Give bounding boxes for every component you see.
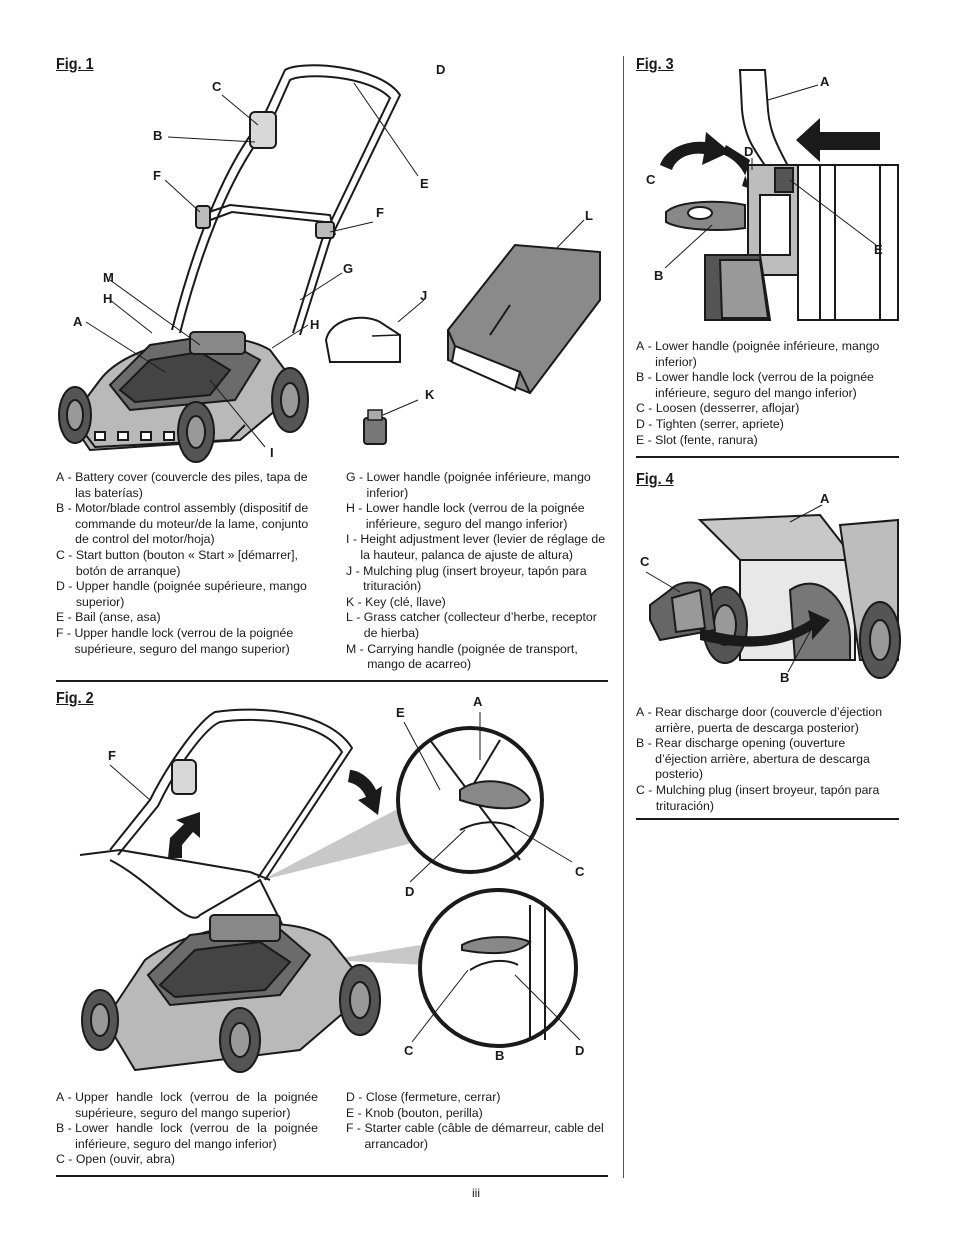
- legend-item: C - Start button (bouton « Start » [déma…: [56, 547, 298, 578]
- legend-item: D - Close (fermeture, cerrar): [346, 1090, 501, 1104]
- legend-item: A - Battery cover (couvercle des piles, …: [56, 470, 308, 500]
- fig1-callout-h-left: H: [103, 291, 113, 306]
- legend-item: A - Lower handle (poignée inférieure, ma…: [636, 339, 880, 369]
- fig3-callout-a: A: [820, 74, 830, 89]
- legend-item: J - Mulching plug (insert broyeur, tapón…: [346, 563, 587, 594]
- fig2-callout-d-bottom: D: [575, 1043, 585, 1058]
- fig4-legend: A - Rear discharge door (couvercle d’éje…: [636, 705, 898, 814]
- legend-item: C - Loosen (desserrer, aflojar): [636, 401, 800, 416]
- legend-item: A - Rear discharge door (couvercle d’éje…: [636, 705, 883, 735]
- legend-item: C - Mulching plug (insert broyeur, tapón…: [636, 782, 880, 813]
- fig1-callout-a: A: [73, 314, 83, 329]
- fig1-callout-d: D: [436, 62, 446, 77]
- legend-item: H - Lower handle lock (verrou de la poig…: [346, 501, 585, 531]
- fig2-divider: [56, 1175, 608, 1177]
- legend-item: F - Starter cable (câble de démarreur, c…: [346, 1121, 604, 1151]
- fig2-callout-d-top: D: [405, 884, 415, 899]
- legend-item: D - Upper handle (poignée supérieure, ma…: [56, 579, 307, 609]
- fig1-lawn-mower-illustration: [58, 64, 601, 463]
- fig1-callout-j: J: [420, 288, 428, 303]
- fig3-legend: A - Lower handle (poignée inférieure, ma…: [636, 339, 898, 448]
- fig2-callout-c-top: C: [575, 864, 585, 879]
- legend-item: C - Open (ouvir, abra): [56, 1152, 175, 1167]
- fig1-callout-i: I: [270, 445, 274, 460]
- fig2-callout-e: E: [396, 705, 405, 720]
- legend-item: B - Lower handle lock (verrou de la poig…: [636, 370, 874, 400]
- legend-item: E - Knob (bouton, perilla): [346, 1105, 483, 1120]
- fig4-callout-c: C: [640, 554, 650, 569]
- fig1-title: Fig. 1: [56, 56, 94, 73]
- fig2-legend-left: A - Upper handle lock (verrou de la poig…: [56, 1090, 318, 1168]
- fig1-divider: [56, 680, 608, 682]
- fig1-callout-f-right: F: [376, 205, 384, 220]
- fig2-callout-c-bottom: C: [404, 1043, 414, 1058]
- fig2-callout-f: F: [108, 748, 116, 763]
- fig2-title: Fig. 2: [56, 690, 94, 707]
- fig2-legend-right: D - Close (fermeture, cerrar) E - Knob (…: [346, 1090, 608, 1152]
- fig3-divider: [636, 456, 899, 458]
- fig3-lower-handle-lock-illustration: [660, 69, 899, 321]
- fig1-legend-right: G - Lower handle (poignée inférieure, ma…: [346, 470, 608, 673]
- fig1-callout-f-left: F: [153, 168, 161, 183]
- fig1-callout-b: B: [153, 128, 163, 143]
- fig1-callout-c: C: [212, 79, 222, 94]
- page-number: iii: [472, 1186, 480, 1200]
- legend-item: B - Lower handle lock (verrou de la poig…: [56, 1121, 318, 1151]
- fig3-callout-e: E: [874, 242, 883, 257]
- column-divider: [623, 56, 624, 1178]
- legend-item: M - Carrying handle (poignée de transpor…: [346, 641, 578, 672]
- fig1-callout-e: E: [420, 176, 429, 191]
- fig1-legend-left: A - Battery cover (couvercle des piles, …: [56, 470, 318, 657]
- fig2-callout-b: B: [495, 1048, 505, 1063]
- legend-item: F - Upper handle lock (verrou de la poig…: [56, 625, 294, 656]
- fig1-callout-g: G: [343, 261, 354, 276]
- legend-item: K - Key (clé, llave): [346, 594, 446, 609]
- legend-item: A - Upper handle lock (verrou de la poig…: [56, 1090, 318, 1120]
- fig1-callout-m: M: [103, 270, 114, 285]
- fig1-callout-k: K: [425, 387, 435, 402]
- fig3-callout-b: B: [654, 268, 664, 283]
- legend-item: L - Grass catcher (collecteur d’herbe, r…: [346, 610, 597, 640]
- fig4-callout-a: A: [820, 491, 830, 506]
- fig3-callout-d: D: [744, 144, 754, 159]
- fig4-rear-discharge-illustration: [645, 504, 901, 679]
- fig4-callout-b: B: [780, 670, 790, 685]
- fig2-callout-a: A: [473, 694, 483, 709]
- legend-item: B - Motor/blade control assembly (dispos…: [56, 501, 309, 547]
- legend-item: B - Rear discharge opening (ouverture d’…: [636, 736, 870, 782]
- fig3-callout-c: C: [646, 172, 656, 187]
- fig4-title: Fig. 4: [636, 471, 674, 488]
- fig3-title: Fig. 3: [636, 56, 674, 73]
- legend-item: E - Bail (anse, asa): [56, 610, 161, 625]
- legend-item: G - Lower handle (poignée inférieure, ma…: [346, 470, 591, 500]
- fig1-callout-h-right: H: [310, 317, 320, 332]
- legend-item: D - Tighten (serrer, apriete): [636, 416, 784, 431]
- legend-item: I - Height adjustment lever (levier de r…: [346, 532, 606, 562]
- legend-item: E - Slot (fente, ranura): [636, 432, 758, 447]
- fig1-callout-l: L: [585, 208, 593, 223]
- fig4-divider: [636, 818, 899, 820]
